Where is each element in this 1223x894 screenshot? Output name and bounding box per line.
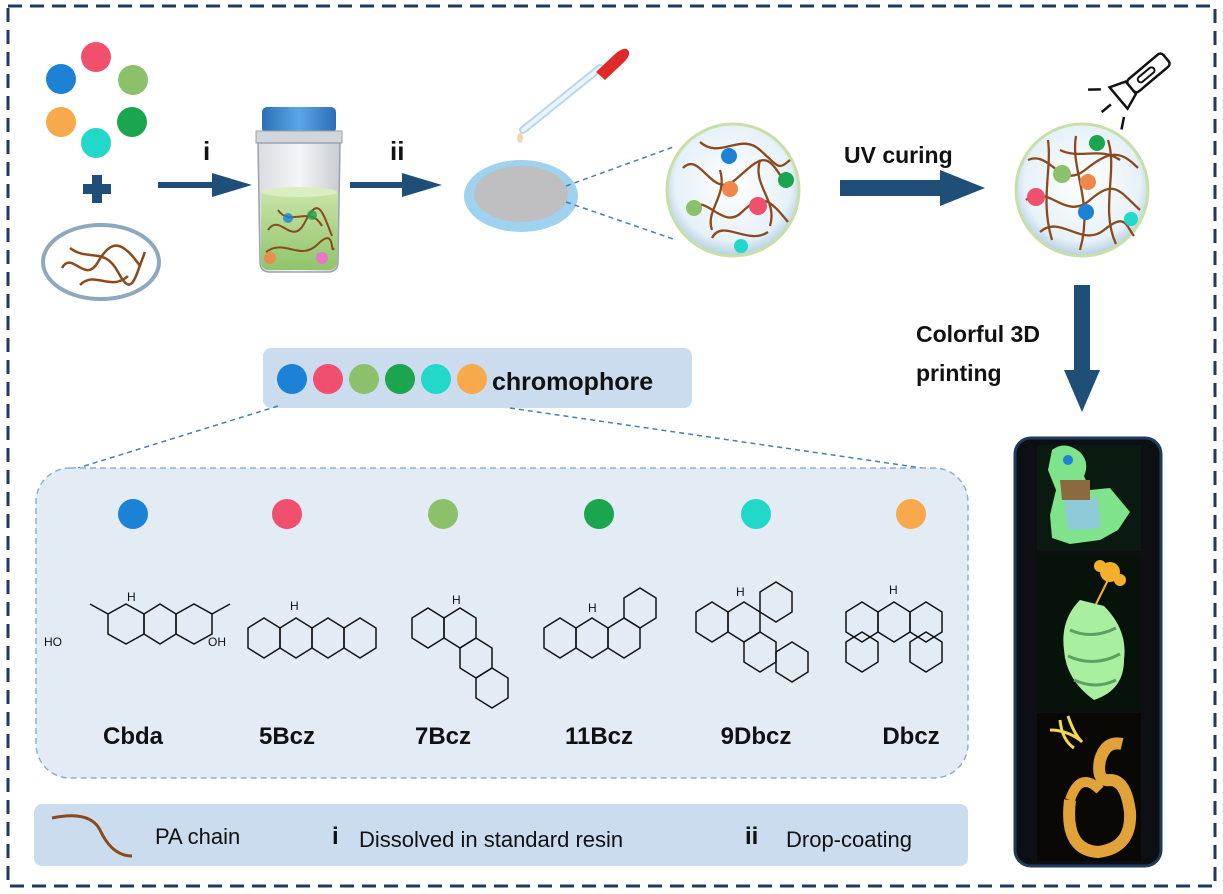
5bcz-h: H xyxy=(290,599,299,613)
dot-11bcz xyxy=(117,107,147,137)
dot-7bcz xyxy=(118,65,148,95)
legend-i-text: Dissolved in standard resin xyxy=(359,827,623,852)
structure-11bcz xyxy=(543,587,657,659)
molecule-dots xyxy=(118,499,926,529)
molecule-dot-dbcz xyxy=(896,499,926,529)
dot-cbda xyxy=(46,64,76,94)
bar-dot-dbcz xyxy=(457,364,487,394)
bar-dot-9dbcz xyxy=(421,364,451,394)
uncured-sphere xyxy=(665,122,801,258)
bar-dot-cbda xyxy=(277,364,307,394)
coated-disc xyxy=(464,160,578,232)
arrow-step-ii xyxy=(350,173,442,197)
outer-border xyxy=(6,4,1217,888)
molecule-dot-cbda xyxy=(118,499,148,529)
molecule-dot-9dbcz xyxy=(741,499,771,529)
cbda-oh: OH xyxy=(208,635,226,649)
arrow-3d-printing xyxy=(1064,285,1100,412)
bar-dot-7bcz xyxy=(349,364,379,394)
legend-i-mark: i xyxy=(332,823,339,850)
legend-pa-chain: PA chain xyxy=(155,824,240,849)
structure-dbcz xyxy=(845,601,943,673)
arrow-uv-curing xyxy=(840,170,985,206)
step-ii-label: ii xyxy=(390,136,404,166)
dot-9dbcz xyxy=(81,128,111,158)
bar-dot-5bcz xyxy=(313,364,343,394)
molecule-dot-7bcz xyxy=(428,499,458,529)
klein-bottle-print xyxy=(1037,713,1141,861)
uv-curing-label: UV curing xyxy=(844,142,953,168)
molecule-name-5bcz: 5Bcz xyxy=(259,723,315,750)
legend-ii-mark: ii xyxy=(745,823,758,850)
chromophore-label: chromophore xyxy=(492,368,653,396)
chromophore-dot-cluster xyxy=(46,42,148,158)
structure-7bcz xyxy=(411,607,509,709)
structure-9dbcz xyxy=(695,581,809,683)
chromophore-bar-dots xyxy=(277,364,487,394)
dot-dbcz xyxy=(46,107,76,137)
connector-right xyxy=(509,407,923,469)
legend-ii-text: Drop-coating xyxy=(786,827,912,852)
molecule-dot-11bcz xyxy=(584,499,614,529)
resin-vial xyxy=(255,107,343,273)
bar-dot-11bcz xyxy=(385,364,415,394)
arrow-step-i xyxy=(158,173,252,197)
printing-label-line2: printing xyxy=(916,360,1002,386)
printing-label-line1: Colorful 3D xyxy=(916,321,1040,347)
cbda-h: H xyxy=(127,590,136,604)
molecule-dot-5bcz xyxy=(272,499,302,529)
vase-print xyxy=(1037,555,1141,711)
molecule-name-11bcz: 11Bcz xyxy=(565,723,633,750)
9dbcz-h: H xyxy=(736,585,745,599)
step-i-label: i xyxy=(203,136,210,166)
dot-5bcz xyxy=(81,42,111,72)
legend-bar: PA chain i Dissolved in standard resin i… xyxy=(34,804,968,866)
molecule-names: Cbda 5Bcz 7Bcz 11Bcz 9Dbcz Dbcz xyxy=(103,723,940,750)
chromophore-bar: chromophore xyxy=(263,348,692,408)
molecule-panel: Cbda 5Bcz 7Bcz 11Bcz 9Dbcz Dbcz H HO OH H H xyxy=(35,467,969,779)
pa-chain-swatch xyxy=(51,814,133,858)
zoom-line-bottom xyxy=(565,201,677,241)
molecule-name-dbcz: Dbcz xyxy=(882,723,939,750)
zoom-line-top xyxy=(565,145,677,187)
molecule-name-7bcz: 7Bcz xyxy=(415,723,471,750)
plus-icon xyxy=(83,175,111,203)
printed-objects-panel xyxy=(1013,436,1163,868)
dropper-icon xyxy=(517,48,630,143)
molecule-name-cbda: Cbda xyxy=(103,723,164,750)
dinosaur-print xyxy=(1037,445,1141,551)
structure-cbda xyxy=(89,603,231,645)
cbda-ho: HO xyxy=(44,635,62,649)
cured-sphere xyxy=(1014,122,1150,258)
connector-left xyxy=(77,405,279,469)
structure-5bcz xyxy=(247,617,377,659)
11bcz-h: H xyxy=(588,601,597,615)
flashlight-icon xyxy=(1088,52,1171,130)
molecule-name-9dbcz: 9Dbcz xyxy=(721,723,792,750)
7bcz-h: H xyxy=(452,593,461,607)
dbcz-h: H xyxy=(889,583,898,597)
pa-chain-dish xyxy=(41,223,161,301)
